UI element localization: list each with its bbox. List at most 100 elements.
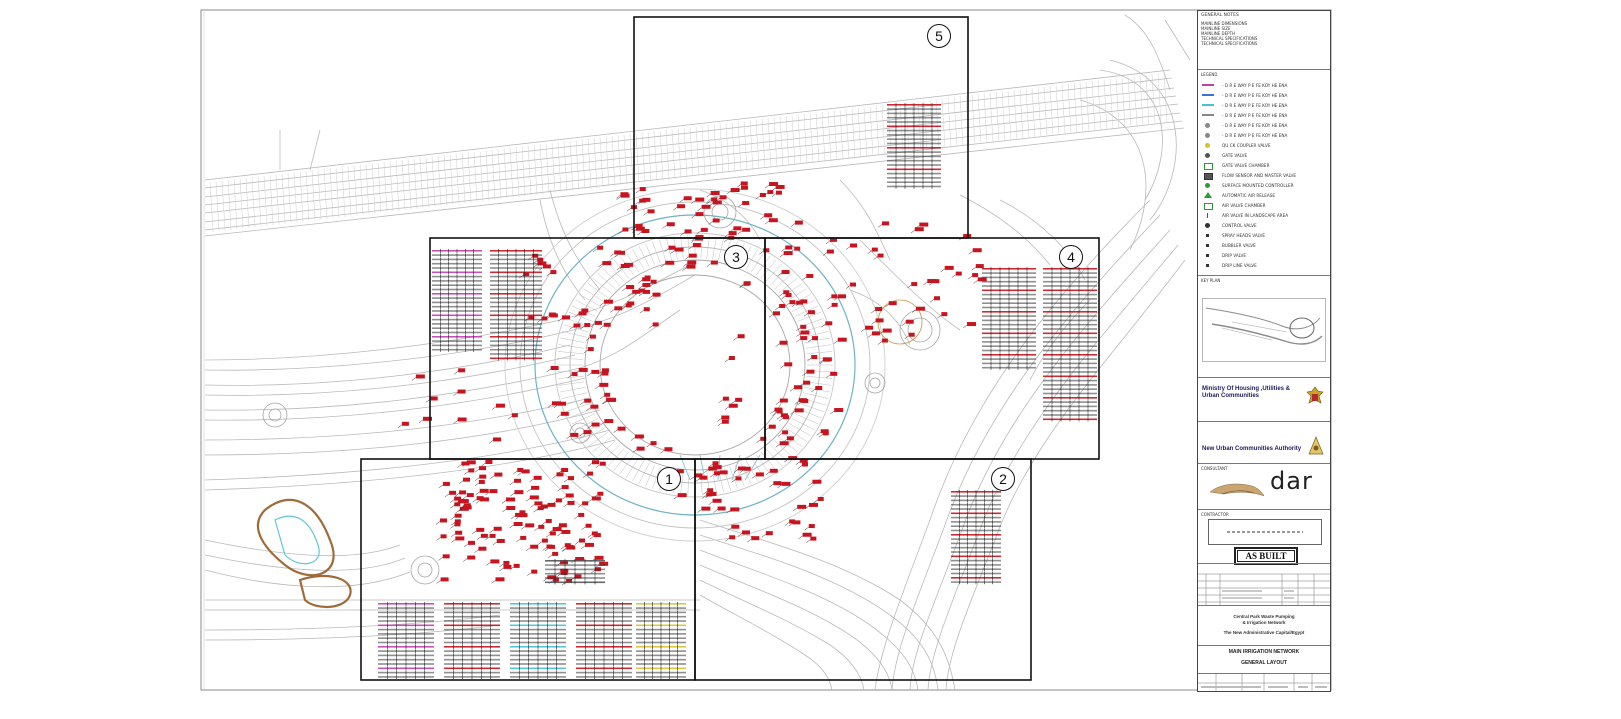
nuca-emblem-icon	[1308, 436, 1324, 455]
letter-symbol-icon	[1206, 264, 1209, 267]
consultant-logo-swoosh-icon	[1209, 483, 1265, 497]
box-symbol-icon	[1204, 173, 1213, 180]
highway-lane-hatch	[209, 72, 1168, 233]
sheet-subtitle: GENERAL LAYOUT	[1241, 660, 1287, 666]
drawing-number-grid	[1198, 674, 1330, 692]
project-box: Central Park Waste Pumping & Irrigation …	[1198, 605, 1330, 646]
dot-symbol-icon	[1205, 123, 1210, 128]
legend-label: FLOW SENSOR AND MASTER VALVE	[1222, 173, 1296, 178]
zone-frame-2	[694, 458, 1032, 681]
key-plan-title: KEY PLAN	[1201, 278, 1221, 283]
legend: LEGEND - D R E WAY P E FE KOY HE ENA - D …	[1198, 69, 1330, 276]
consultant-logo: dar	[1270, 467, 1313, 495]
client-name: Ministry Of Housing ,Utilities & Urban C…	[1202, 386, 1291, 399]
legend-item: FLOW SENSOR AND MASTER VALVE	[1202, 172, 1328, 180]
legend-item: - D R E WAY P E FE KOY HE ENA	[1202, 102, 1328, 109]
general-note: TECHNICAL SPECIFICATIONS	[1201, 41, 1258, 46]
legend-label: BUBBLER VALVE	[1222, 243, 1256, 248]
key-plan: KEY PLAN	[1198, 275, 1330, 378]
legend-label: - D R E WAY P E FE KOY HE ENA	[1222, 93, 1288, 98]
zone-number-5: 5	[927, 24, 951, 48]
general-notes-title: GENERAL NOTES	[1201, 13, 1239, 18]
revision-grid	[1198, 573, 1330, 606]
legend-label: - D R E WAY P E FE KOY HE ENA	[1222, 133, 1288, 138]
legend-item: QU CK COUPLER VALVE	[1202, 142, 1328, 149]
chamber-symbol-icon	[1204, 163, 1213, 170]
zone-number-2: 2	[991, 467, 1015, 491]
project-line: Central Park Waste Pumping	[1233, 614, 1295, 619]
legend-item: GATE VALVE CHAMBER	[1202, 162, 1328, 170]
bulb-symbol-icon	[1205, 143, 1210, 148]
key-plan-map	[1202, 298, 1326, 362]
legend-label: SURFACE MOUNTED CONTROLLER	[1222, 183, 1294, 188]
legend-label: DRIP LINE VALVE	[1222, 263, 1257, 268]
round-plazas	[262, 195, 941, 585]
legend-item: AIR VALVE CHAMBER	[1202, 202, 1328, 210]
legend-item: CONTROL VALVE	[1202, 222, 1328, 229]
legend-item: - D R E WAY P E FE KOY HE ENA	[1202, 112, 1328, 119]
general-note: MAINLINE DEPTH	[1201, 31, 1236, 36]
authority-box: New Urban Communities Authority	[1198, 421, 1330, 464]
general-notes: GENERAL NOTES MAINLINE DIMENSIONS MAINLI…	[1198, 11, 1330, 69]
zone-frames	[360, 16, 1100, 681]
legend-item: - D R E WAY P E FE KOY HE ENA	[1202, 92, 1328, 99]
base-map-linework	[204, 14, 1191, 691]
revision-table	[1198, 563, 1330, 606]
contractor-logo-frame	[1208, 519, 1322, 545]
letter-symbol-icon	[1206, 244, 1209, 247]
general-note: MAINLINE DIMENSIONS	[1201, 21, 1248, 26]
legend-label: - D R E WAY P E FE KOY HE ENA	[1222, 83, 1288, 88]
zone-schedule-tables	[378, 103, 1097, 680]
legend-item: BUBBLER VALVE	[1202, 242, 1328, 249]
general-note: MAINLINE SIZE	[1201, 26, 1231, 31]
legend-label: GATE VALVE CHAMBER	[1222, 163, 1270, 168]
authority-name: New Urban Communities Authority	[1202, 446, 1302, 452]
legend-item: AIR VALVE IN LANDSCAPE AREA	[1202, 212, 1328, 219]
round-symbol-icon	[1205, 183, 1210, 188]
legend-label: AIR VALVE CHAMBER	[1222, 203, 1266, 208]
ring-seating-hatch	[557, 235, 833, 495]
legend-label: DRIP VALVE	[1222, 253, 1247, 258]
legend-label: AIR VALVE IN LANDSCAPE AREA	[1222, 213, 1289, 218]
dot-symbol-icon	[1205, 133, 1210, 138]
legend-item: DRIP VALVE	[1202, 252, 1328, 259]
zone-number-4: 4	[1059, 245, 1083, 269]
legend-label: CONTROL VALVE	[1222, 223, 1257, 228]
sheet-border	[200, 9, 1332, 691]
legend-label: - D R E WAY P E FE KOY HE ENA	[1222, 113, 1288, 118]
legend-item: SPRAY HEADS VALVE	[1202, 232, 1328, 239]
title-block: GENERAL NOTES MAINLINE DIMENSIONS MAINLI…	[1197, 10, 1331, 692]
legend-item: AUTOMATIC AIR RELEASE	[1202, 192, 1328, 199]
letter-symbol-icon	[1206, 254, 1209, 257]
legend-label: AUTOMATIC AIR RELEASE	[1222, 193, 1276, 198]
legend-title: LEGEND	[1201, 72, 1218, 77]
client-box: Ministry Of Housing ,Utilities & Urban C…	[1198, 377, 1330, 422]
zone-number-1: 1	[657, 467, 681, 491]
legend-label: GATE VALVE	[1222, 153, 1248, 158]
zone-number-3: 3	[724, 245, 748, 269]
sheet-title-box: MAIN IRRIGATION NETWORK GENERAL LAYOUT	[1198, 645, 1330, 674]
general-note: TECHNICAL SPECIFICATIONS	[1201, 36, 1258, 41]
line-symbol-icon	[1202, 84, 1214, 86]
dot-symbol-icon	[1205, 153, 1210, 158]
consultant-title: CONSULTANT	[1201, 466, 1228, 471]
contractor-line	[1227, 531, 1303, 533]
eagle-emblem-icon	[1306, 386, 1324, 404]
contractor-box: CONTRACTOR	[1198, 509, 1330, 564]
legend-item: GATE VALVE	[1202, 152, 1328, 159]
legend-label: QU CK COUPLER VALVE	[1222, 143, 1271, 148]
legend-label: - D R E WAY P E FE KOY HE ENA	[1222, 103, 1288, 108]
legend-item: SURFACE MOUNTED CONTROLLER	[1202, 182, 1328, 189]
legend-label: SPRAY HEADS VALVE	[1222, 233, 1266, 238]
drawing-number-strip	[1198, 673, 1330, 692]
project-line: & Irrigation Network	[1242, 620, 1286, 625]
line-symbol-icon	[1202, 94, 1214, 96]
landscape-loops	[256, 498, 352, 608]
line-symbol-icon	[1202, 114, 1214, 116]
legend-label: - D R E WAY P E FE KOY HE ENA	[1222, 123, 1288, 128]
legend-item: - D R E WAY P E FE KOY HE ENA	[1202, 82, 1328, 89]
tick-symbol-icon	[1207, 213, 1208, 218]
arrow-symbol-icon	[1204, 192, 1212, 198]
